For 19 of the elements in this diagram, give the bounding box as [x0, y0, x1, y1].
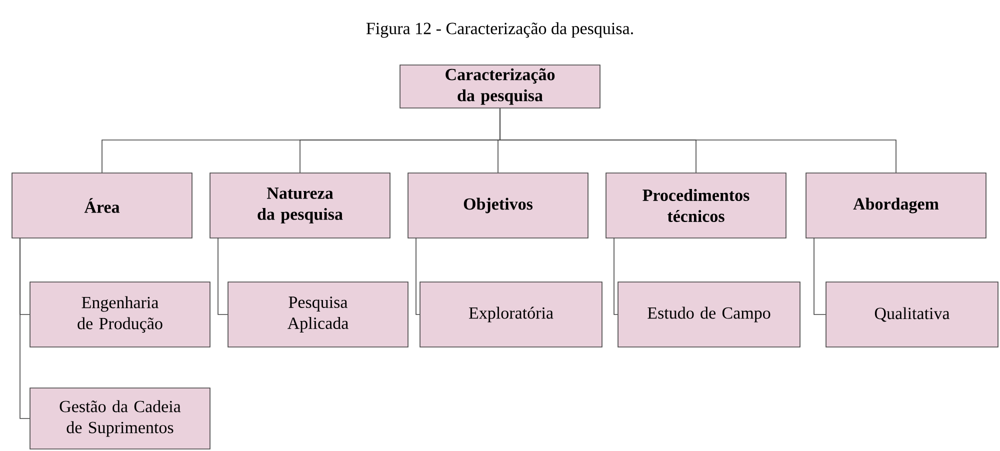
heading-box: Procedimentos técnicos [606, 172, 786, 238]
title: Figura 12 - Caracterização da pesquisa. [366, 22, 633, 38]
item-box: Pesquisa Aplicada [228, 282, 408, 348]
heading-box: Objetivos [408, 172, 588, 238]
heading-box: Área [12, 172, 192, 238]
item-box: Exploratória [420, 282, 602, 348]
item-box: Engenharia de Produção [30, 282, 210, 348]
heading-box: Natureza da pesquisa [210, 172, 390, 238]
item-box: Gestão da Cadeia de Suprimentos [30, 388, 210, 450]
heading-box: Abordagem [806, 172, 986, 238]
connector-line [218, 238, 228, 315]
connector-line [20, 238, 30, 419]
heading-box: Caracterização da pesquisa [400, 64, 600, 108]
item-box: Qualitativa [826, 282, 998, 348]
connector-line [614, 238, 618, 315]
item-box: Estudo de Campo [618, 282, 800, 348]
connector-line [500, 108, 896, 173]
connector-line [416, 238, 420, 315]
connector-line [814, 238, 826, 315]
